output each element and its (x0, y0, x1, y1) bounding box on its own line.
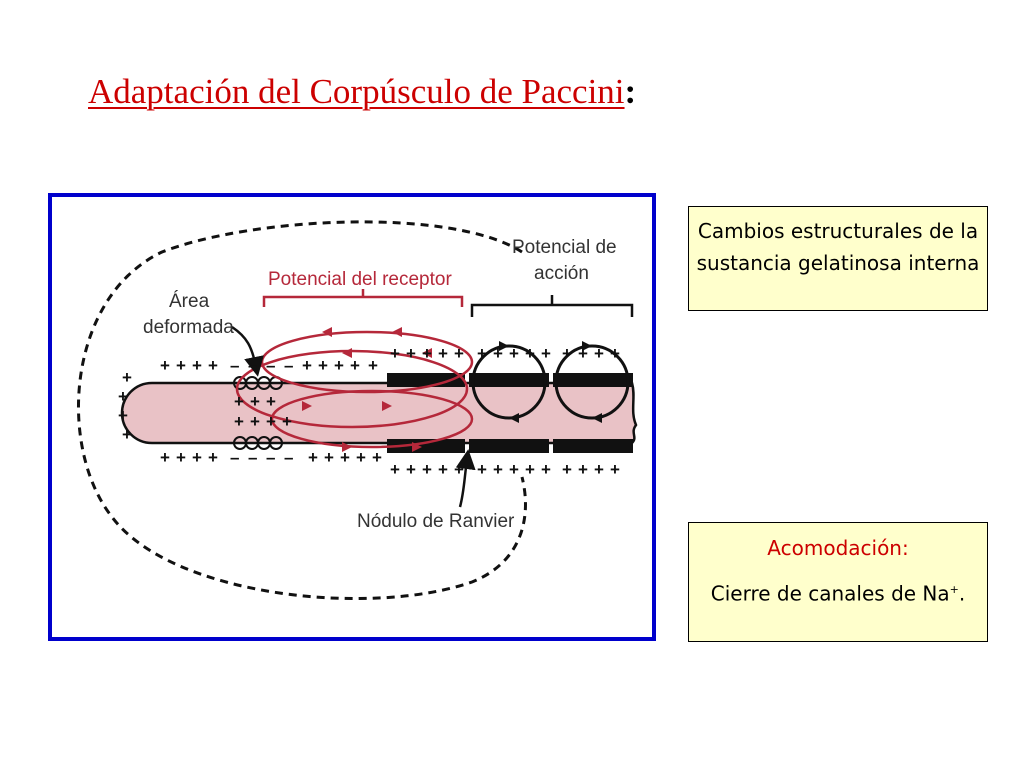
plus-sign: + (192, 448, 202, 467)
plus-sign: + (324, 448, 334, 467)
title-colon: : (624, 72, 637, 111)
pacinian-corpuscle-diagram: + + + + – – – – + + + + + + + + + + + + … (48, 193, 656, 641)
title-text: Adaptación del Corpúsculo de Paccini (88, 72, 625, 111)
label-area-line2: deformada (143, 317, 234, 338)
node-pointer-arrow (455, 449, 476, 508)
plus-sign: + (208, 356, 218, 375)
plus-sign: + (122, 425, 132, 444)
plus-sign: + (594, 460, 604, 479)
structural-changes-note: Cambios estructurales de la sustancia ge… (688, 206, 988, 311)
plus-sign: + (266, 392, 276, 411)
plus-sign: + (438, 460, 448, 479)
plus-sign: + (562, 344, 572, 363)
plus-sign: + (541, 344, 551, 363)
plus-sign: + (350, 356, 360, 375)
plus-sign: + (250, 412, 260, 431)
plus-sign: + (493, 344, 503, 363)
plus-sign: + (541, 460, 551, 479)
accommodation-note: Acomodación: Cierre de canales de Na+. (688, 522, 988, 642)
plus-sign: + (493, 460, 503, 479)
plus-sign: + (372, 448, 382, 467)
plus-sign: + (525, 344, 535, 363)
area-pointer-arrow (231, 325, 264, 377)
plus-sign: + (266, 412, 276, 431)
plus-sign: + (422, 460, 432, 479)
plus-sign: + (160, 448, 170, 467)
plus-sign: + (509, 344, 519, 363)
plus-sign: + (477, 460, 487, 479)
plus-sign: + (562, 460, 572, 479)
plus-sign: + (578, 344, 588, 363)
receptor-current-arrows (302, 327, 432, 452)
plus-sign: + (525, 460, 535, 479)
plus-sign: + (176, 448, 186, 467)
accommodation-title: Acomodación: (767, 536, 909, 560)
plus-sign: + (234, 392, 244, 411)
plus-sign: + (509, 460, 519, 479)
plus-sign: + (390, 460, 400, 479)
myelin-sheaths (387, 373, 633, 453)
diagram-svg: + + + + – – – – + + + + + + + + + + + + … (77, 220, 638, 600)
axon (120, 381, 638, 445)
plus-sign: + (578, 460, 588, 479)
plus-sign: + (610, 344, 620, 363)
action-bracket (470, 295, 634, 317)
plus-sign: + (192, 356, 202, 375)
plus-sign: + (176, 356, 186, 375)
plus-sign: + (406, 460, 416, 479)
label-area-line1: Área (169, 291, 210, 312)
minus-sign: – (266, 356, 275, 375)
plus-sign: + (234, 412, 244, 431)
slide-title: Adaptación del Corpúsculo de Paccini: (88, 72, 636, 112)
label-ranvier-node: Nódulo de Ranvier (357, 511, 515, 532)
plus-sign: + (160, 356, 170, 375)
plus-sign: + (422, 344, 432, 363)
plus-sign: + (118, 387, 128, 406)
plus-sign: + (454, 344, 464, 363)
plus-sign: + (118, 406, 128, 425)
accommodation-end: . (958, 581, 966, 606)
label-action-potential-line1: Potencial de (512, 237, 617, 258)
minus-sign: – (248, 448, 257, 467)
plus-sign: + (122, 368, 132, 387)
structural-changes-text: Cambios estructurales de la sustancia ge… (696, 219, 980, 275)
minus-sign: – (284, 448, 293, 467)
minus-sign: – (230, 356, 239, 375)
label-receptor-potential: Potencial del receptor (268, 269, 452, 290)
action-potential-arrows (499, 341, 602, 423)
plus-sign: + (454, 460, 464, 479)
plus-sign: + (594, 344, 604, 363)
plus-sign: + (390, 344, 400, 363)
plus-sign: + (356, 448, 366, 467)
plus-sign: + (318, 356, 328, 375)
plus-sign: + (438, 344, 448, 363)
accommodation-text: Cierre de canales de Na+. (689, 575, 987, 609)
plus-sign: + (208, 448, 218, 467)
capsule-outline (77, 220, 527, 600)
minus-sign: – (230, 448, 239, 467)
plus-sign: + (302, 356, 312, 375)
plus-sign: + (282, 412, 292, 431)
plus-sign: + (334, 356, 344, 375)
minus-sign: – (266, 448, 275, 467)
minus-sign: – (284, 356, 293, 375)
plus-sign: + (368, 356, 378, 375)
plus-sign: + (610, 460, 620, 479)
charge-signs: + + + + – – – – + + + + + + + + + + + + … (118, 344, 620, 479)
minus-sign: – (248, 356, 257, 375)
plus-sign: + (406, 344, 416, 363)
accommodation-body: Cierre de canales de Na (710, 581, 950, 606)
plus-sign: + (340, 448, 350, 467)
plus-sign: + (477, 344, 487, 363)
plus-sign: + (250, 392, 260, 411)
receptor-bracket (262, 289, 464, 307)
label-action-potential-line2: acción (534, 263, 589, 284)
accommodation-sup: + (949, 583, 959, 596)
plus-sign: + (308, 448, 318, 467)
